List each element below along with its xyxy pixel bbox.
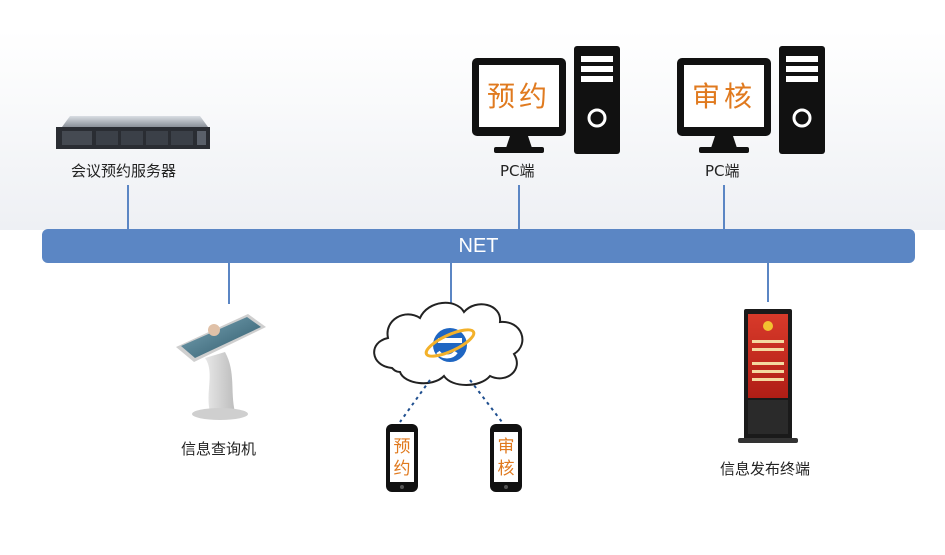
connector-signage xyxy=(767,262,769,302)
net-bus: NET xyxy=(42,229,915,263)
server-label: 会议预约服务器 xyxy=(71,162,177,180)
signage-label: 信息发布终端 xyxy=(720,460,811,478)
smartphone-icon xyxy=(490,424,522,492)
rack-server-icon xyxy=(56,116,210,149)
pc-booking-label: PC端 xyxy=(500,162,535,180)
link-phone-review xyxy=(469,379,503,423)
desktop-computer-icon xyxy=(677,46,825,154)
phone-review-char-1: 审 xyxy=(498,437,515,457)
connector-pc-booking xyxy=(518,185,520,230)
touch-kiosk-icon xyxy=(176,314,266,420)
net-label: NET xyxy=(458,235,499,257)
pc-booking-screen-text: 预约 xyxy=(487,80,551,113)
pc-review-label: PC端 xyxy=(705,162,740,180)
phone-booking-char-2: 约 xyxy=(394,459,411,479)
connector-pc-review xyxy=(723,185,725,230)
desktop-computer-icon xyxy=(472,46,620,154)
internet-explorer-cloud-icon xyxy=(373,302,524,386)
connector-server xyxy=(127,185,129,230)
digital-signage-icon xyxy=(738,309,798,443)
connector-kiosk xyxy=(228,262,230,304)
phone-booking-char-1: 预 xyxy=(394,437,411,457)
smartphone-icon xyxy=(386,424,418,492)
kiosk-label: 信息查询机 xyxy=(181,440,257,458)
pc-review-screen-text: 审核 xyxy=(692,80,756,113)
link-phone-booking xyxy=(399,379,431,423)
connector-internet xyxy=(450,262,452,304)
phone-review-char-2: 核 xyxy=(498,459,515,479)
